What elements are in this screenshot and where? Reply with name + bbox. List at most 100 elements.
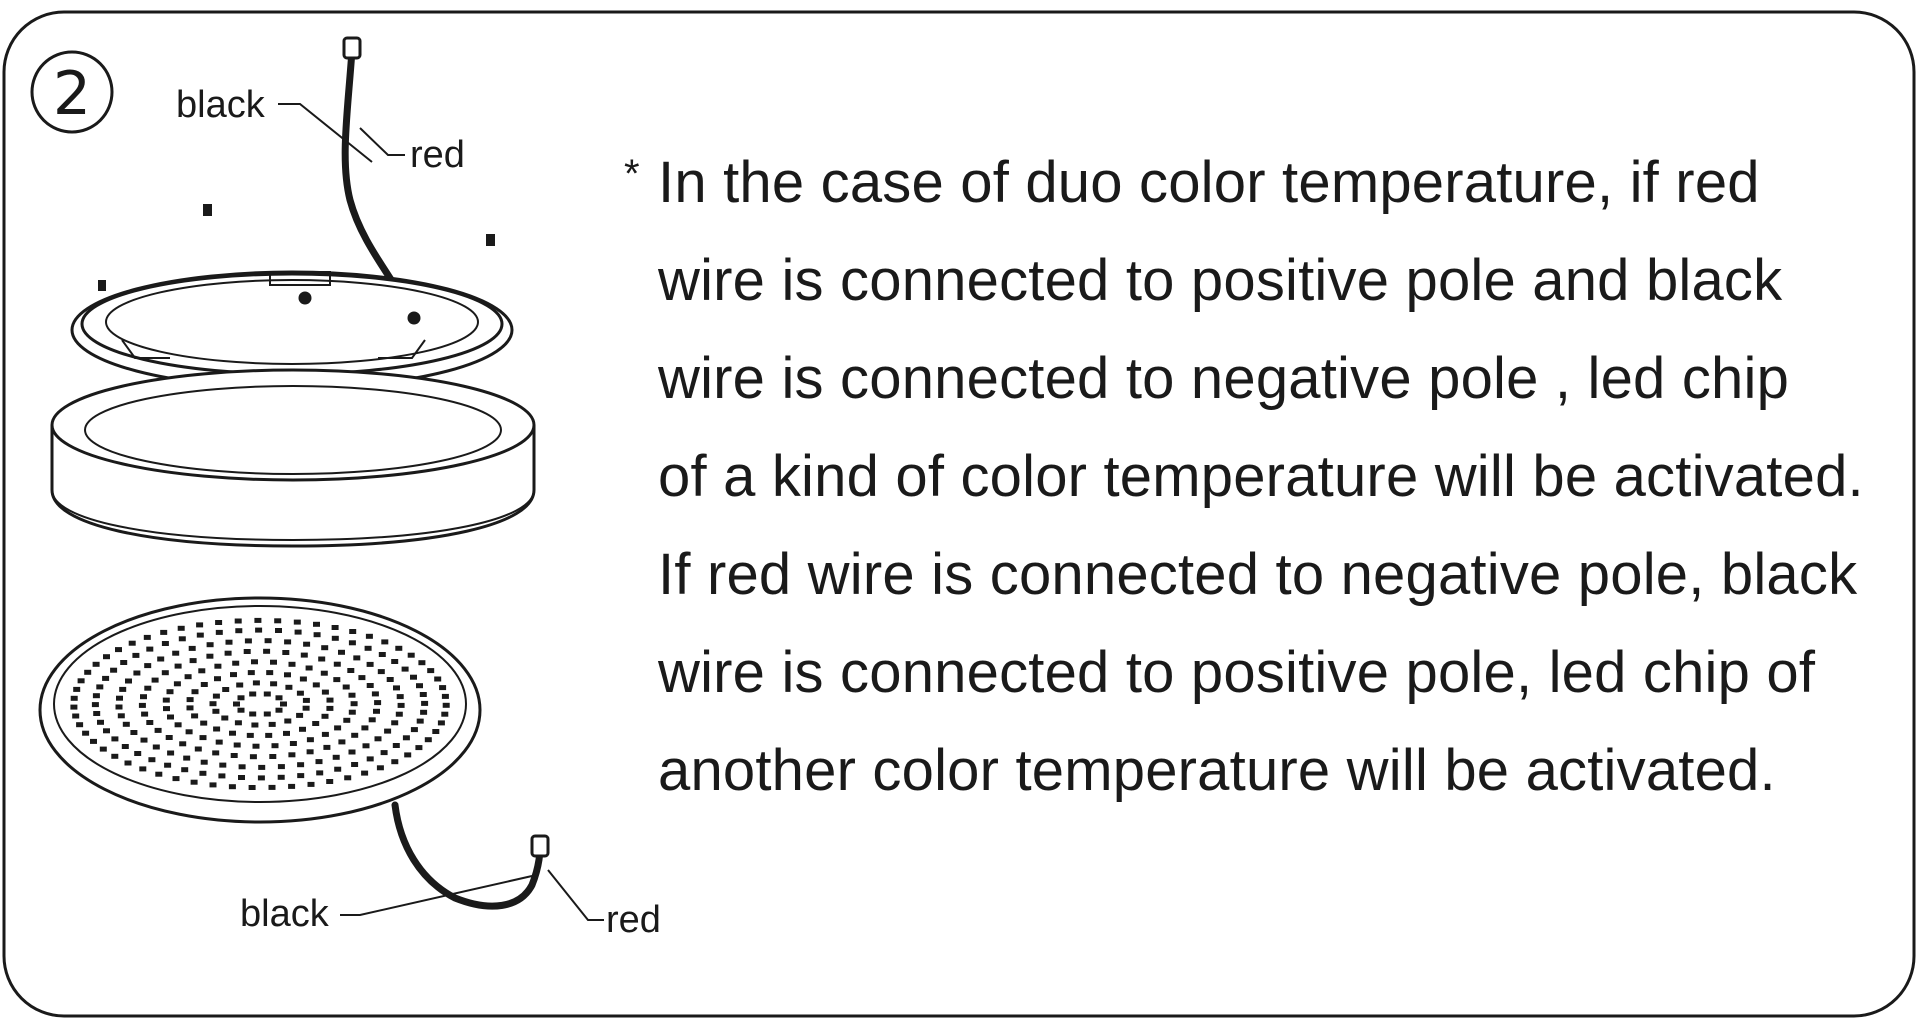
led-chip	[300, 652, 308, 658]
led-chip	[296, 690, 304, 696]
led-chip	[303, 641, 311, 647]
led-chip	[155, 771, 163, 777]
led-chip	[230, 753, 238, 758]
led-chip	[200, 682, 208, 687]
led-chip	[432, 729, 440, 734]
led-chip	[302, 697, 310, 703]
led-chip	[366, 756, 374, 762]
led-chip	[268, 784, 276, 790]
led-chip	[321, 731, 329, 737]
led-chip	[392, 743, 400, 748]
led-chip	[97, 719, 104, 725]
led-chip	[167, 750, 175, 756]
led-chip	[165, 735, 173, 740]
led-chip	[163, 706, 170, 712]
led-chip	[282, 650, 290, 655]
led-chip	[331, 625, 339, 630]
led-chip	[90, 738, 97, 744]
led-chip	[299, 676, 307, 682]
led-chip	[350, 701, 358, 707]
led-chip	[296, 712, 304, 718]
led-chip	[391, 759, 399, 765]
led-chip	[213, 726, 221, 732]
led-chip	[338, 649, 345, 655]
led-chip	[200, 720, 208, 726]
led-chip	[76, 722, 84, 728]
note-line: wire is connected to negative pole , led…	[658, 346, 1790, 411]
led-chip	[275, 628, 282, 633]
led-chip	[251, 659, 258, 665]
led-chip	[441, 711, 449, 717]
led-chip	[199, 770, 207, 776]
led-chip	[198, 668, 206, 674]
led-chip	[166, 689, 174, 695]
led-chip	[316, 770, 324, 776]
led-chip	[186, 705, 194, 711]
led-chip	[315, 759, 323, 765]
led-chip	[376, 765, 384, 771]
led-chip	[401, 666, 409, 672]
led-chip	[381, 639, 389, 645]
led-chip	[139, 766, 147, 772]
led-chip	[167, 714, 174, 720]
led-chip	[397, 702, 405, 708]
led-chip	[374, 700, 382, 706]
led-chip	[235, 628, 243, 634]
top-red-leader	[359, 127, 405, 156]
led-chip	[361, 770, 369, 776]
led-chip	[91, 702, 99, 708]
led-chip	[420, 709, 428, 715]
led-chip	[344, 775, 352, 781]
led-chip	[229, 730, 236, 736]
led-chip	[174, 663, 182, 669]
top-black-leader	[278, 103, 373, 163]
note-line: wire is connected to positive pole and b…	[658, 248, 1783, 313]
led-chip	[326, 779, 334, 784]
led-chip	[402, 735, 410, 741]
led-chip	[160, 629, 168, 635]
led-chip	[288, 752, 296, 758]
led-chip	[373, 708, 380, 714]
led-chip	[358, 675, 366, 681]
led-chip	[209, 701, 217, 707]
led-chip	[343, 717, 351, 723]
led-chip	[225, 639, 233, 645]
led-chip	[442, 702, 450, 708]
led-chip	[181, 767, 189, 773]
led-chip	[280, 701, 287, 707]
led-chip	[410, 727, 418, 733]
led-chip	[206, 642, 214, 648]
led-chip	[312, 682, 320, 688]
led-chip	[115, 647, 122, 653]
led-chip	[284, 639, 292, 645]
led-chip	[277, 774, 285, 780]
led-chip	[236, 682, 244, 688]
led-chip	[186, 697, 194, 703]
led-chip	[130, 730, 138, 735]
led-chip	[271, 743, 279, 749]
led-chip	[353, 655, 361, 661]
led-chip	[263, 648, 271, 654]
led-chip	[284, 672, 291, 678]
led-chip	[419, 692, 427, 697]
led-chip	[184, 674, 192, 680]
led-chip	[371, 691, 379, 697]
led-chip	[274, 618, 282, 624]
led-chip	[258, 764, 266, 770]
led-chip	[410, 674, 417, 680]
led-chip	[441, 693, 449, 699]
led-chip	[302, 705, 310, 711]
led-chip	[144, 685, 152, 691]
led-chip	[275, 695, 283, 701]
led-chip	[214, 663, 222, 669]
led-chip	[377, 669, 385, 675]
led-chip	[124, 760, 132, 766]
led-chip	[215, 739, 223, 745]
led-chip	[77, 678, 85, 684]
led-chip	[252, 743, 260, 749]
bottom-wire	[391, 801, 550, 910]
led-chip	[297, 773, 305, 779]
led-chip	[102, 675, 110, 681]
led-chip	[297, 762, 305, 768]
